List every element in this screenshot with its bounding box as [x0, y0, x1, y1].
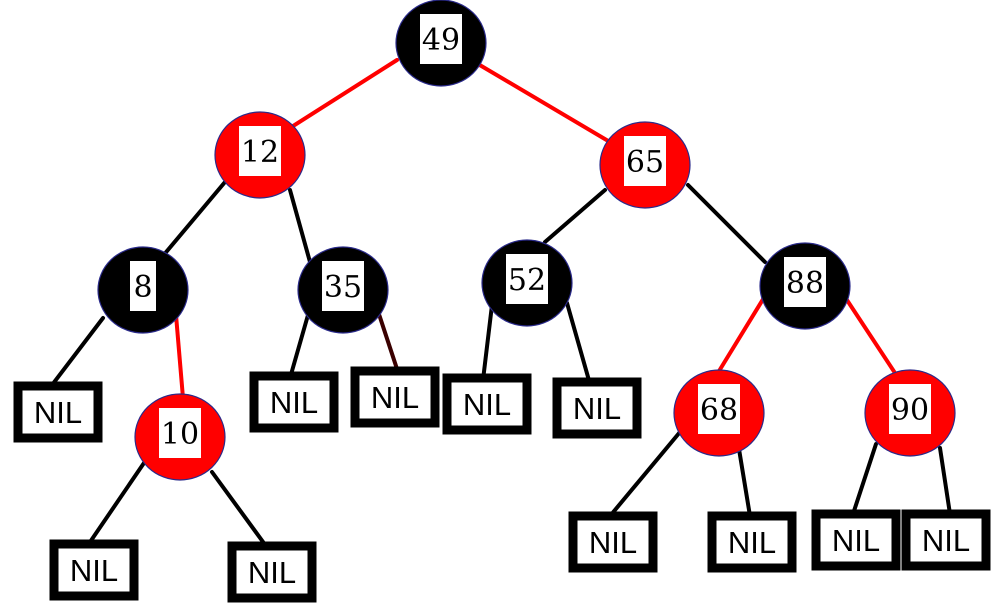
edge-n68-to-nil-68-right — [736, 441, 752, 518]
edge-n68-to-nil-68-left — [608, 430, 682, 518]
node-value: 88 — [786, 266, 824, 301]
tree-node-90: 90 — [864, 369, 956, 457]
nil-label: NIL — [832, 523, 880, 558]
nil-leaf: NIL — [49, 539, 139, 601]
tree-node-12: 12 — [214, 111, 306, 199]
nil-label: NIL — [371, 380, 419, 415]
nil-box — [707, 511, 797, 573]
node-value: 52 — [508, 263, 546, 298]
nil-label: NIL — [728, 525, 776, 560]
nil-box — [901, 509, 991, 571]
edge-n88-to-n90 — [841, 292, 897, 375]
tree-node-8: 8 — [97, 246, 189, 334]
edge-n90-to-nil-90-right — [938, 446, 952, 516]
edge-n8-to-n10 — [174, 313, 185, 400]
node-value: 68 — [700, 393, 738, 428]
nil-box — [811, 509, 901, 571]
edge-n65-to-n88 — [686, 183, 767, 264]
node-label-box — [130, 261, 156, 311]
node-value: 12 — [241, 135, 279, 170]
edge-n65-to-n52 — [543, 188, 607, 244]
edge-n90-to-nil-90-left — [851, 442, 878, 516]
nil-label: NIL — [573, 391, 621, 426]
nil-leaf: NIL — [227, 541, 317, 603]
tree-node-68: 68 — [673, 369, 765, 457]
nil-label: NIL — [34, 395, 82, 430]
nil-leaf: NIL — [350, 366, 440, 428]
nodes-layer: 49 12 65 8 35 52 88 10 68 90 — [97, 0, 956, 481]
tree-node-88: 88 — [759, 242, 851, 330]
node-value: 35 — [324, 270, 362, 305]
nil-leaf: NIL — [442, 373, 532, 435]
edge-n88-to-n68 — [714, 294, 767, 378]
edge-n8-to-nil-8-left — [50, 316, 105, 387]
nil-leaf: NIL — [707, 511, 797, 573]
nil-label: NIL — [589, 525, 637, 560]
edge-n49-to-n65 — [476, 62, 617, 147]
nil-box — [249, 371, 339, 433]
node-label-box — [624, 136, 666, 186]
node-value: 8 — [133, 270, 152, 305]
nil-label: NIL — [463, 387, 511, 422]
nil-box — [13, 381, 103, 443]
nil-leaf: NIL — [13, 381, 103, 443]
nil-box — [552, 377, 642, 439]
tree-node-35: 35 — [297, 246, 389, 334]
edge-n52-to-nil-52-left — [481, 303, 494, 382]
node-label-box — [784, 257, 826, 307]
nil-box — [227, 541, 317, 603]
nil-box — [568, 511, 658, 573]
node-value: 90 — [891, 393, 929, 428]
nil-box — [350, 366, 440, 428]
nil-label: NIL — [248, 555, 296, 590]
node-value: 65 — [626, 145, 664, 180]
nil-leaf: NIL — [249, 371, 339, 433]
tree-node-49: 49 — [395, 0, 487, 87]
nil-label: NIL — [270, 385, 318, 420]
nil-leaf: NIL — [568, 511, 658, 573]
edge-n10-to-nil-10-left — [86, 458, 148, 547]
node-label-box — [506, 254, 548, 304]
edge-n49-to-n12 — [288, 58, 399, 130]
edge-n52-to-nil-52-right — [565, 301, 592, 386]
nil-leaf: NIL — [552, 377, 642, 439]
node-label-box — [698, 384, 740, 434]
nil-leaf: NIL — [901, 509, 991, 571]
node-label-box — [889, 384, 931, 434]
nil-label: NIL — [922, 523, 970, 558]
edge-n10-to-nil-10-right — [210, 470, 268, 548]
nil-box — [49, 539, 139, 601]
node-label-box — [322, 261, 364, 311]
node-value: 10 — [161, 417, 199, 452]
nil-box — [442, 373, 532, 435]
node-value: 49 — [422, 23, 460, 58]
node-label-box — [239, 126, 281, 176]
nil-leaf: NIL — [811, 509, 901, 571]
node-label-box — [420, 14, 462, 64]
tree-node-52: 52 — [481, 239, 573, 327]
tree-node-10: 10 — [134, 393, 226, 481]
nil-label: NIL — [70, 553, 118, 588]
edge-n12-to-n35 — [288, 188, 312, 264]
tree-node-65: 65 — [599, 121, 691, 209]
edge-n35-to-nil-35-left — [288, 313, 310, 380]
edge-n12-to-n8 — [160, 180, 227, 259]
nil-leaves-layer: NIL NIL NIL NIL NIL NIL NIL NIL NIL NIL NIL — [13, 366, 991, 603]
node-label-box — [159, 408, 201, 458]
